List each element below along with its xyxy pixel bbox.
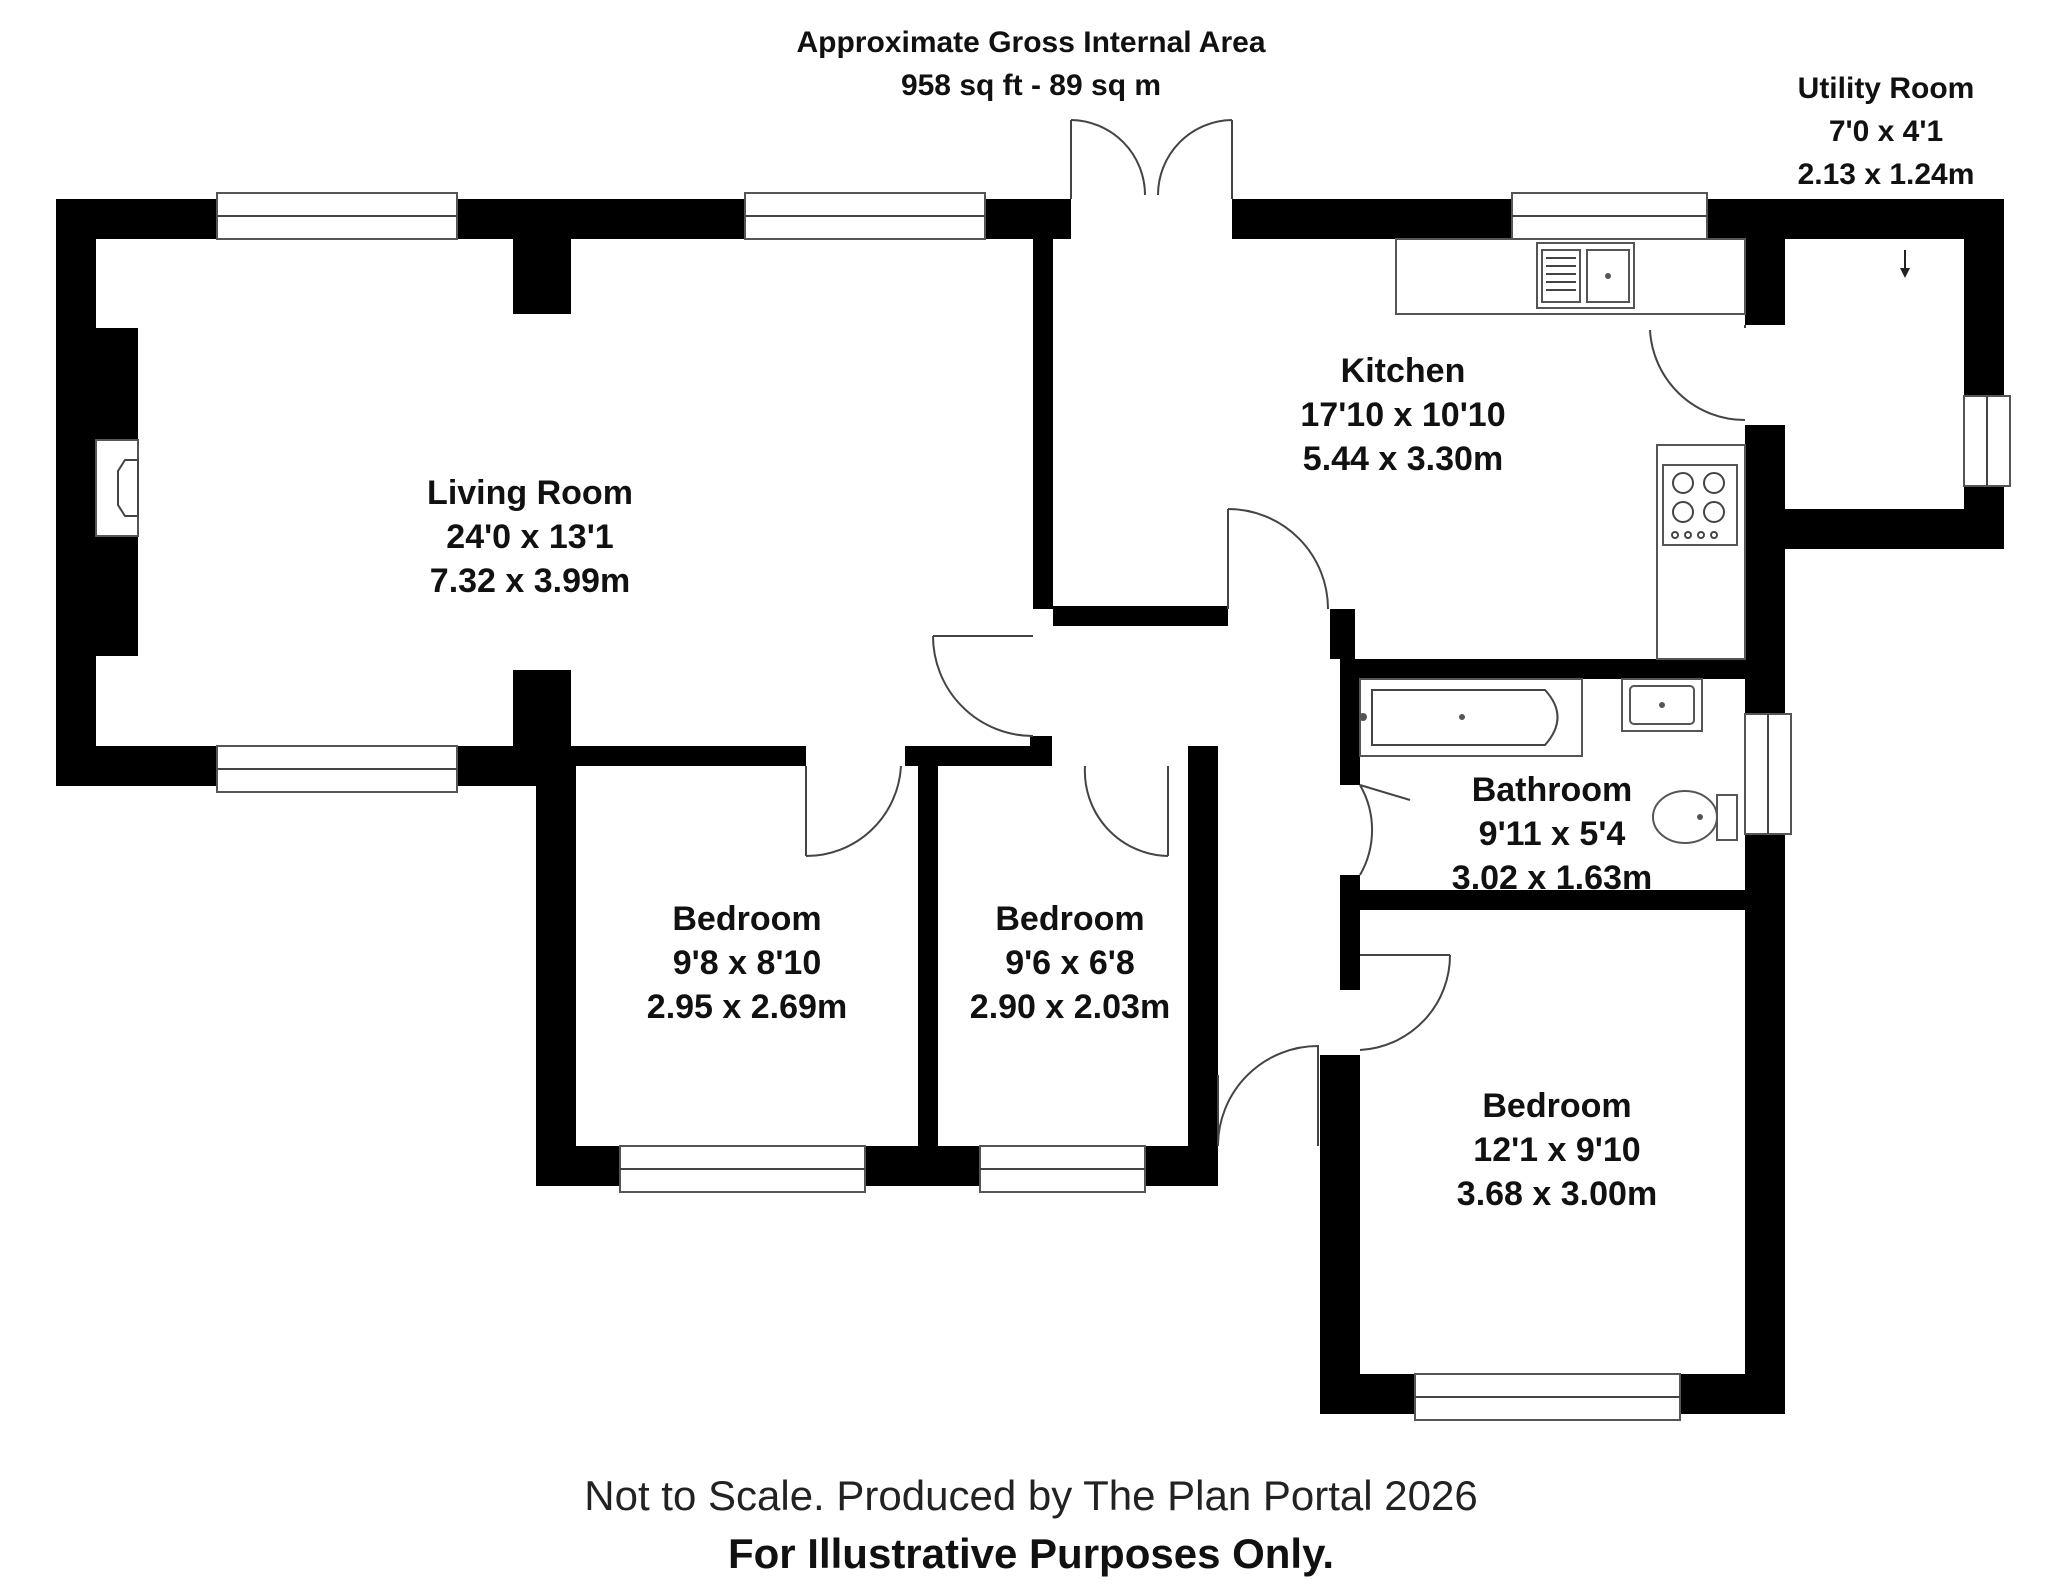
bathtub [1359, 678, 1583, 757]
arrow-down-icon [1900, 250, 1910, 278]
footer-disclaimer: Not to Scale. Produced by The Plan Porta… [584, 1472, 1477, 1519]
wall-bed1-top [536, 746, 806, 766]
door-bathroom [1359, 784, 1411, 876]
room-metric: 3.68 x 3.00m [1457, 1175, 1657, 1213]
wall-utility-right [1964, 199, 2004, 549]
wall-pier-top [513, 239, 571, 314]
room-label-living: Living Room 24'0 x 13'1 7.32 x 3.99m [427, 474, 633, 600]
walls [56, 199, 2004, 1414]
door-french-right [1157, 119, 1233, 199]
wall-bed-divider [918, 766, 938, 1186]
wall-bed2-right [1188, 746, 1218, 1186]
fixtures [95, 238, 1910, 844]
room-label-bedroom-1: Bedroom 9'8 x 8'10 2.95 x 2.69m [647, 900, 847, 1026]
room-name: Bedroom [672, 900, 821, 938]
wall-bed1-left [536, 766, 576, 1186]
room-metric: 2.95 x 2.69m [647, 988, 847, 1026]
wall-bed2-top-stub [1030, 736, 1052, 766]
area-value: 958 sq ft - 89 sq m [901, 69, 1161, 102]
doors [805, 119, 1746, 1147]
wall-hall-right-upper [1340, 659, 1360, 785]
room-label-kitchen: Kitchen 17'10 x 10'10 5.44 x 3.30m [1300, 352, 1505, 478]
door-bed2 [1083, 765, 1169, 857]
room-imperial: 12'1 x 9'10 [1473, 1131, 1640, 1169]
room-name: Living Room [427, 474, 633, 512]
room-name: Bedroom [995, 900, 1144, 938]
wall-utility-left-top [1745, 239, 1785, 325]
door-kitchen-hall [1227, 508, 1329, 610]
room-imperial: 9'6 x 6'8 [1005, 944, 1135, 982]
room-imperial: 9'11 x 5'4 [1479, 815, 1626, 853]
room-metric: 5.44 x 3.30m [1303, 440, 1503, 478]
room-name: Bedroom [1482, 1087, 1631, 1125]
wall-utility-bottom [1765, 509, 2004, 549]
door-utility [1649, 325, 1746, 422]
room-label-bathroom: Bathroom 9'11 x 5'4 3.02 x 1.63m [1452, 771, 1652, 897]
wall-kitchen-bath [1355, 659, 1745, 679]
wall-living-kitchen [1033, 239, 1053, 609]
door-french-left [1070, 119, 1146, 199]
door-bed1 [805, 765, 902, 858]
room-name: Bathroom [1472, 771, 1633, 809]
room-name: Utility Room [1798, 72, 1975, 105]
wall-east [1745, 509, 1785, 1414]
wall-kitchen-bottom-left [1053, 606, 1228, 626]
room-metric: 2.90 x 2.03m [970, 988, 1170, 1026]
wall-bed12-top [905, 746, 1045, 766]
room-label-bedroom-2: Bedroom 9'6 x 6'8 2.90 x 2.03m [970, 900, 1170, 1026]
door-living-hall [932, 635, 1034, 737]
room-metric: 3.02 x 1.63m [1452, 859, 1652, 897]
wall-bed2-right-stub [1188, 746, 1218, 766]
room-imperial: 7'0 x 4'1 [1829, 115, 1943, 148]
area-title: Approximate Gross Internal Area [796, 26, 1265, 59]
wall-bath-bed3 [1340, 890, 1745, 910]
windows [216, 192, 2011, 1421]
wall-bed3-left-upper [1340, 910, 1360, 990]
wall-bed3-left [1320, 1055, 1360, 1414]
footer: Not to Scale. Produced by The Plan Porta… [584, 1472, 1477, 1577]
room-metric: 2.13 x 1.24m [1798, 158, 1975, 191]
footer-notice: For Illustrative Purposes Only. [728, 1530, 1334, 1577]
toilet-icon [1652, 790, 1738, 844]
door-hall-bottom [1217, 1044, 1319, 1147]
room-label-utility: Utility Room 7'0 x 4'1 2.13 x 1.24m [1798, 72, 1975, 191]
room-name: Kitchen [1341, 352, 1466, 390]
room-metric: 7.32 x 3.99m [430, 562, 630, 600]
room-label-bedroom-3: Bedroom 12'1 x 9'10 3.68 x 3.00m [1457, 1087, 1657, 1213]
header-label: Approximate Gross Internal Area 958 sq f… [796, 26, 1265, 102]
wall-hall-pier [1330, 609, 1355, 659]
room-imperial: 17'10 x 10'10 [1300, 396, 1505, 434]
door-bed3 [1359, 954, 1452, 1051]
wall-living-left [56, 199, 96, 786]
room-imperial: 9'8 x 8'10 [673, 944, 822, 982]
room-imperial: 24'0 x 13'1 [446, 518, 613, 556]
